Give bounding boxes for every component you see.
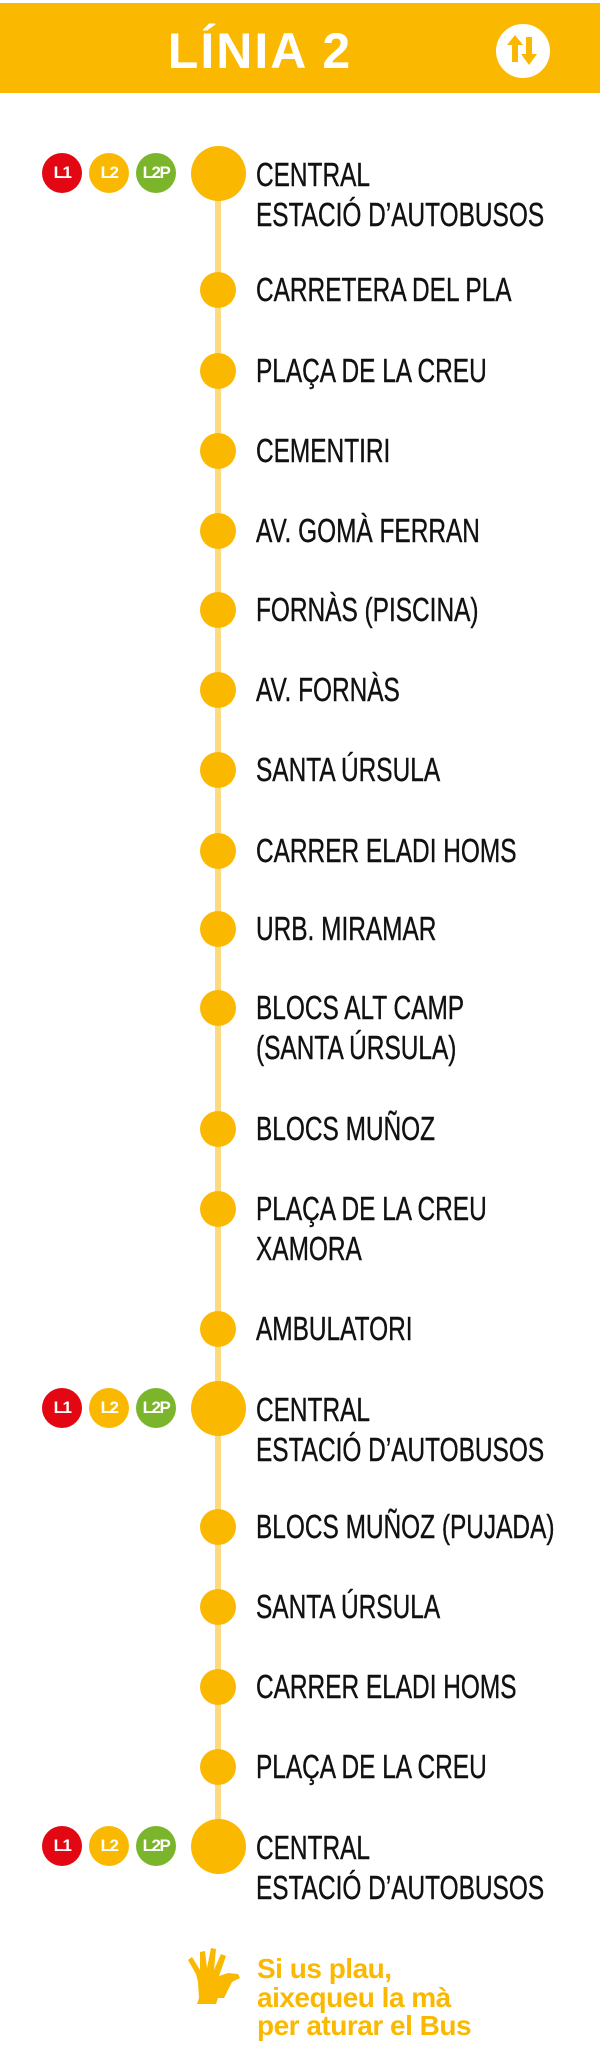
stop-marker[interactable] (200, 833, 236, 869)
stop-marker[interactable] (200, 752, 236, 788)
stop-name[interactable]: PLAÇA DE LA CREU (256, 1190, 487, 1227)
line-badge-l1[interactable]: L1 (42, 153, 82, 193)
stop-marker[interactable] (200, 911, 236, 947)
stop-marker[interactable] (200, 990, 236, 1026)
line-badge-l1[interactable]: L1 (42, 1826, 82, 1866)
stop-marker[interactable] (200, 1311, 236, 1347)
stop-name[interactable]: AMBULATORI (256, 1310, 413, 1347)
stop-marker[interactable] (200, 1589, 236, 1625)
stop-name[interactable]: FORNÀS (PISCINA) (256, 591, 479, 628)
stop-name[interactable]: ESTACIÓ D’AUTOBUSOS (256, 196, 545, 233)
stop-name[interactable]: CARRER ELADI HOMS (256, 1668, 517, 1705)
line-badge-l2[interactable]: L2 (89, 1388, 129, 1428)
stop-name[interactable]: CEMENTIRI (256, 432, 391, 469)
stop-name[interactable]: BLOCS MUÑOZ (PUJADA) (256, 1508, 555, 1545)
stop-name[interactable]: CENTRAL (256, 156, 370, 193)
notice-line: aixequeu la mà (257, 1981, 451, 2013)
stop-marker[interactable] (200, 513, 236, 549)
stop-name[interactable]: XAMORA (256, 1230, 362, 1267)
stop-name[interactable]: CARRER ELADI HOMS (256, 832, 517, 869)
stop-name[interactable]: ESTACIÓ D’AUTOBUSOS (256, 1869, 545, 1906)
stop-marker[interactable] (200, 433, 236, 469)
stop-name[interactable]: CENTRAL (256, 1391, 370, 1428)
stop-name[interactable]: ESTACIÓ D’AUTOBUSOS (256, 1431, 545, 1468)
hub-stop-marker[interactable] (191, 1819, 246, 1874)
hub-stop-marker[interactable] (191, 146, 246, 201)
stop-marker[interactable] (200, 1669, 236, 1705)
stop-name[interactable]: BLOCS ALT CAMP (256, 989, 465, 1026)
line-badge-l2p[interactable]: L2P (136, 1388, 176, 1428)
stop-name[interactable]: BLOCS MUÑOZ (256, 1110, 436, 1147)
stop-marker[interactable] (200, 1749, 236, 1785)
stop-marker[interactable] (200, 1111, 236, 1147)
line-badge-l2[interactable]: L2 (89, 1826, 129, 1866)
stop-request-notice: Si us plau, aixequeu la mà per aturar el… (257, 1953, 472, 2041)
up-down-arrows-icon (507, 35, 537, 65)
stop-marker[interactable] (200, 592, 236, 628)
stop-marker[interactable] (200, 272, 236, 308)
stop-name[interactable]: URB. MIRAMAR (256, 910, 437, 947)
stop-marker[interactable] (200, 672, 236, 708)
hub-stop-marker[interactable] (191, 1381, 246, 1436)
stop-marker[interactable] (200, 1509, 236, 1545)
stop-name[interactable]: CARRETERA DEL PLA (256, 271, 512, 308)
header-banner: LÍNIA 2 (0, 3, 600, 93)
stop-name[interactable]: SANTA ÚRSULA (256, 1588, 441, 1625)
notice-line: Si us plau, (257, 1953, 392, 1984)
stop-name[interactable]: PLAÇA DE LA CREU (256, 352, 487, 389)
line-badge-l2p[interactable]: L2P (136, 1826, 176, 1866)
stop-name[interactable]: PLAÇA DE LA CREU (256, 1748, 487, 1785)
raised-hand-icon (188, 1948, 240, 2004)
stop-name[interactable]: SANTA ÚRSULA (256, 751, 441, 788)
page-title: LÍNIA 2 (167, 23, 353, 79)
stop-name[interactable]: CENTRAL (256, 1829, 370, 1866)
stop-name[interactable]: (SANTA ÚRSULA) (256, 1029, 457, 1066)
stop-marker[interactable] (200, 353, 236, 389)
line-badge-l1[interactable]: L1 (42, 1388, 82, 1428)
line-badge-l2[interactable]: L2 (89, 153, 129, 193)
notice-line: per aturar el Bus (257, 2010, 472, 2041)
stop-name[interactable]: AV. FORNÀS (256, 671, 400, 708)
stop-name[interactable]: AV. GOMÀ FERRAN (256, 512, 480, 549)
line-badge-l2p[interactable]: L2P (136, 153, 176, 193)
stop-marker[interactable] (200, 1191, 236, 1227)
change-direction-button[interactable] (496, 24, 550, 78)
